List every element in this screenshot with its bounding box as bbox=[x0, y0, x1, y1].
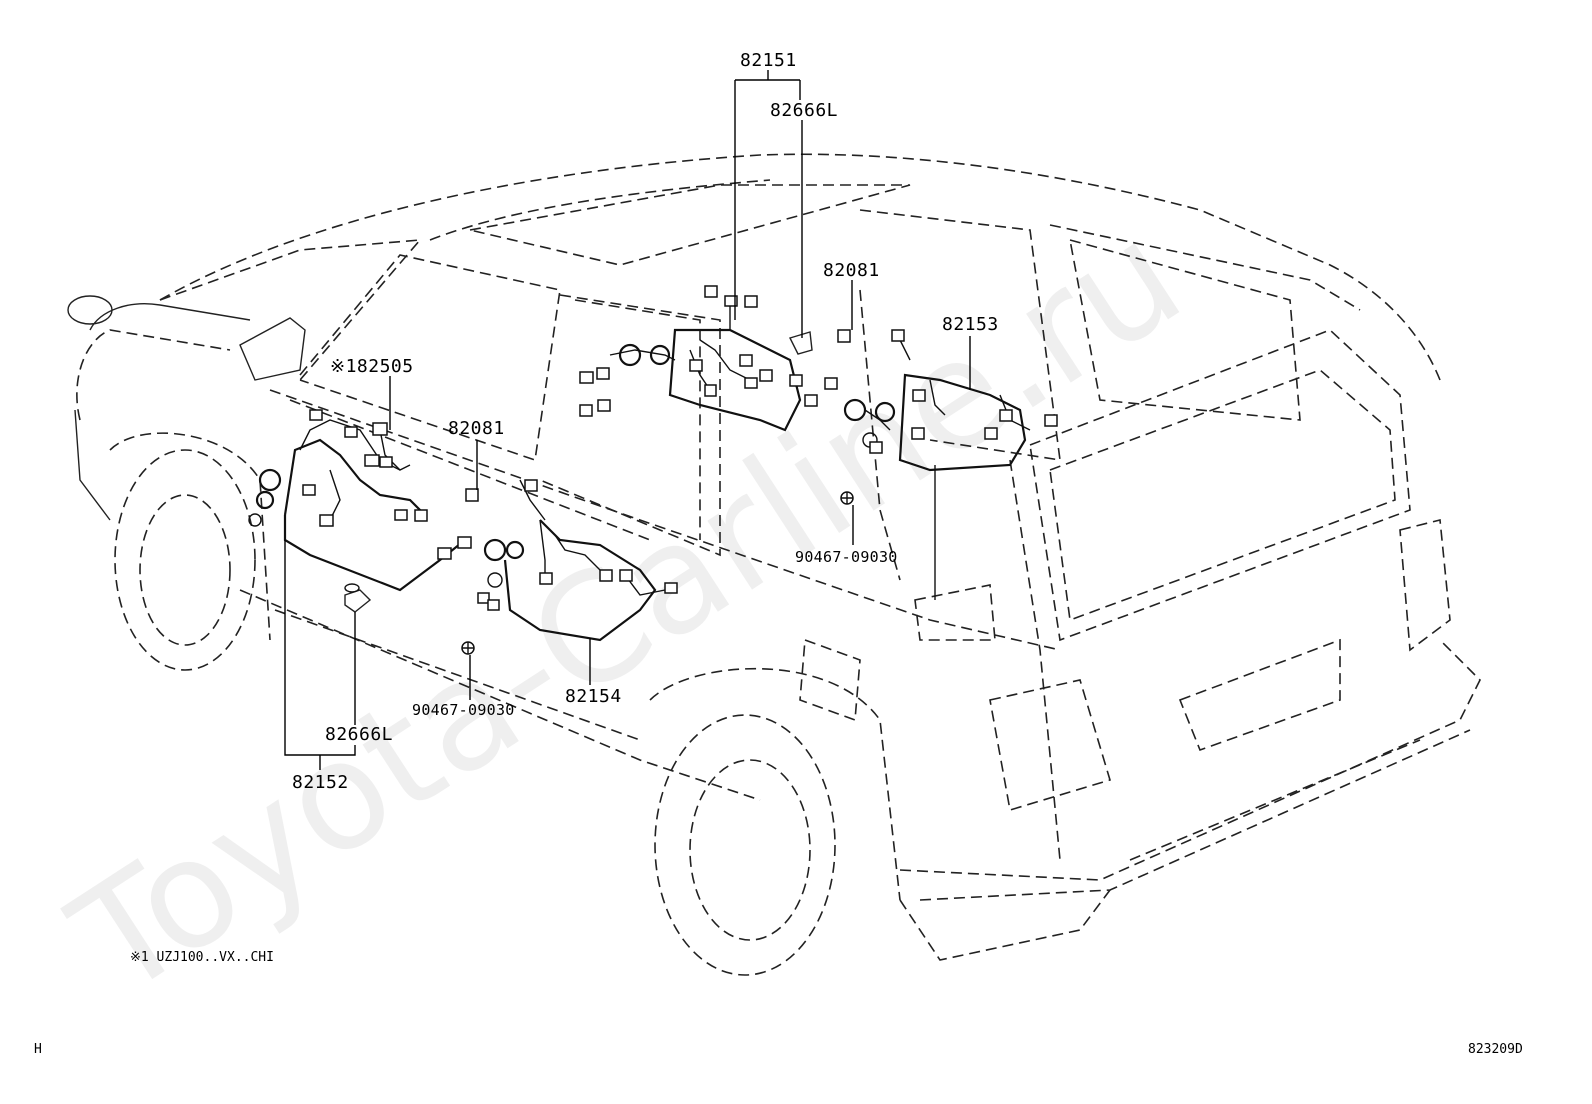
label-82666L-top: 82666L bbox=[770, 100, 838, 121]
harness-82154 bbox=[461, 479, 678, 655]
label-82666L-bottom: 82666L bbox=[325, 724, 393, 745]
leader-lines bbox=[284, 70, 971, 770]
harness-82153 bbox=[840, 329, 1058, 600]
label-90467-left: 90467-09030 bbox=[412, 701, 515, 719]
vehicle-body-outline bbox=[67, 153, 1481, 976]
label-82153: 82153 bbox=[942, 314, 999, 335]
harness-82151 bbox=[579, 285, 851, 432]
label-82151: 82151 bbox=[740, 50, 797, 71]
corner-mark: H bbox=[34, 1042, 42, 1057]
footnote: ※1 UZJ100..VX..CHI bbox=[130, 950, 274, 965]
harness-82152 bbox=[248, 409, 479, 613]
part-labels: 82151 82666L 82081 82153 ※182505 82081 9… bbox=[292, 50, 999, 793]
diagram-code: 823209D bbox=[1468, 1042, 1523, 1057]
label-82152: 82152 bbox=[292, 772, 349, 793]
label-82081-left: 82081 bbox=[448, 418, 505, 439]
label-82154: 82154 bbox=[565, 686, 622, 707]
label-90467-right: 90467-09030 bbox=[795, 548, 898, 566]
label-182505: ※182505 bbox=[330, 356, 414, 377]
label-82081-right: 82081 bbox=[823, 260, 880, 281]
